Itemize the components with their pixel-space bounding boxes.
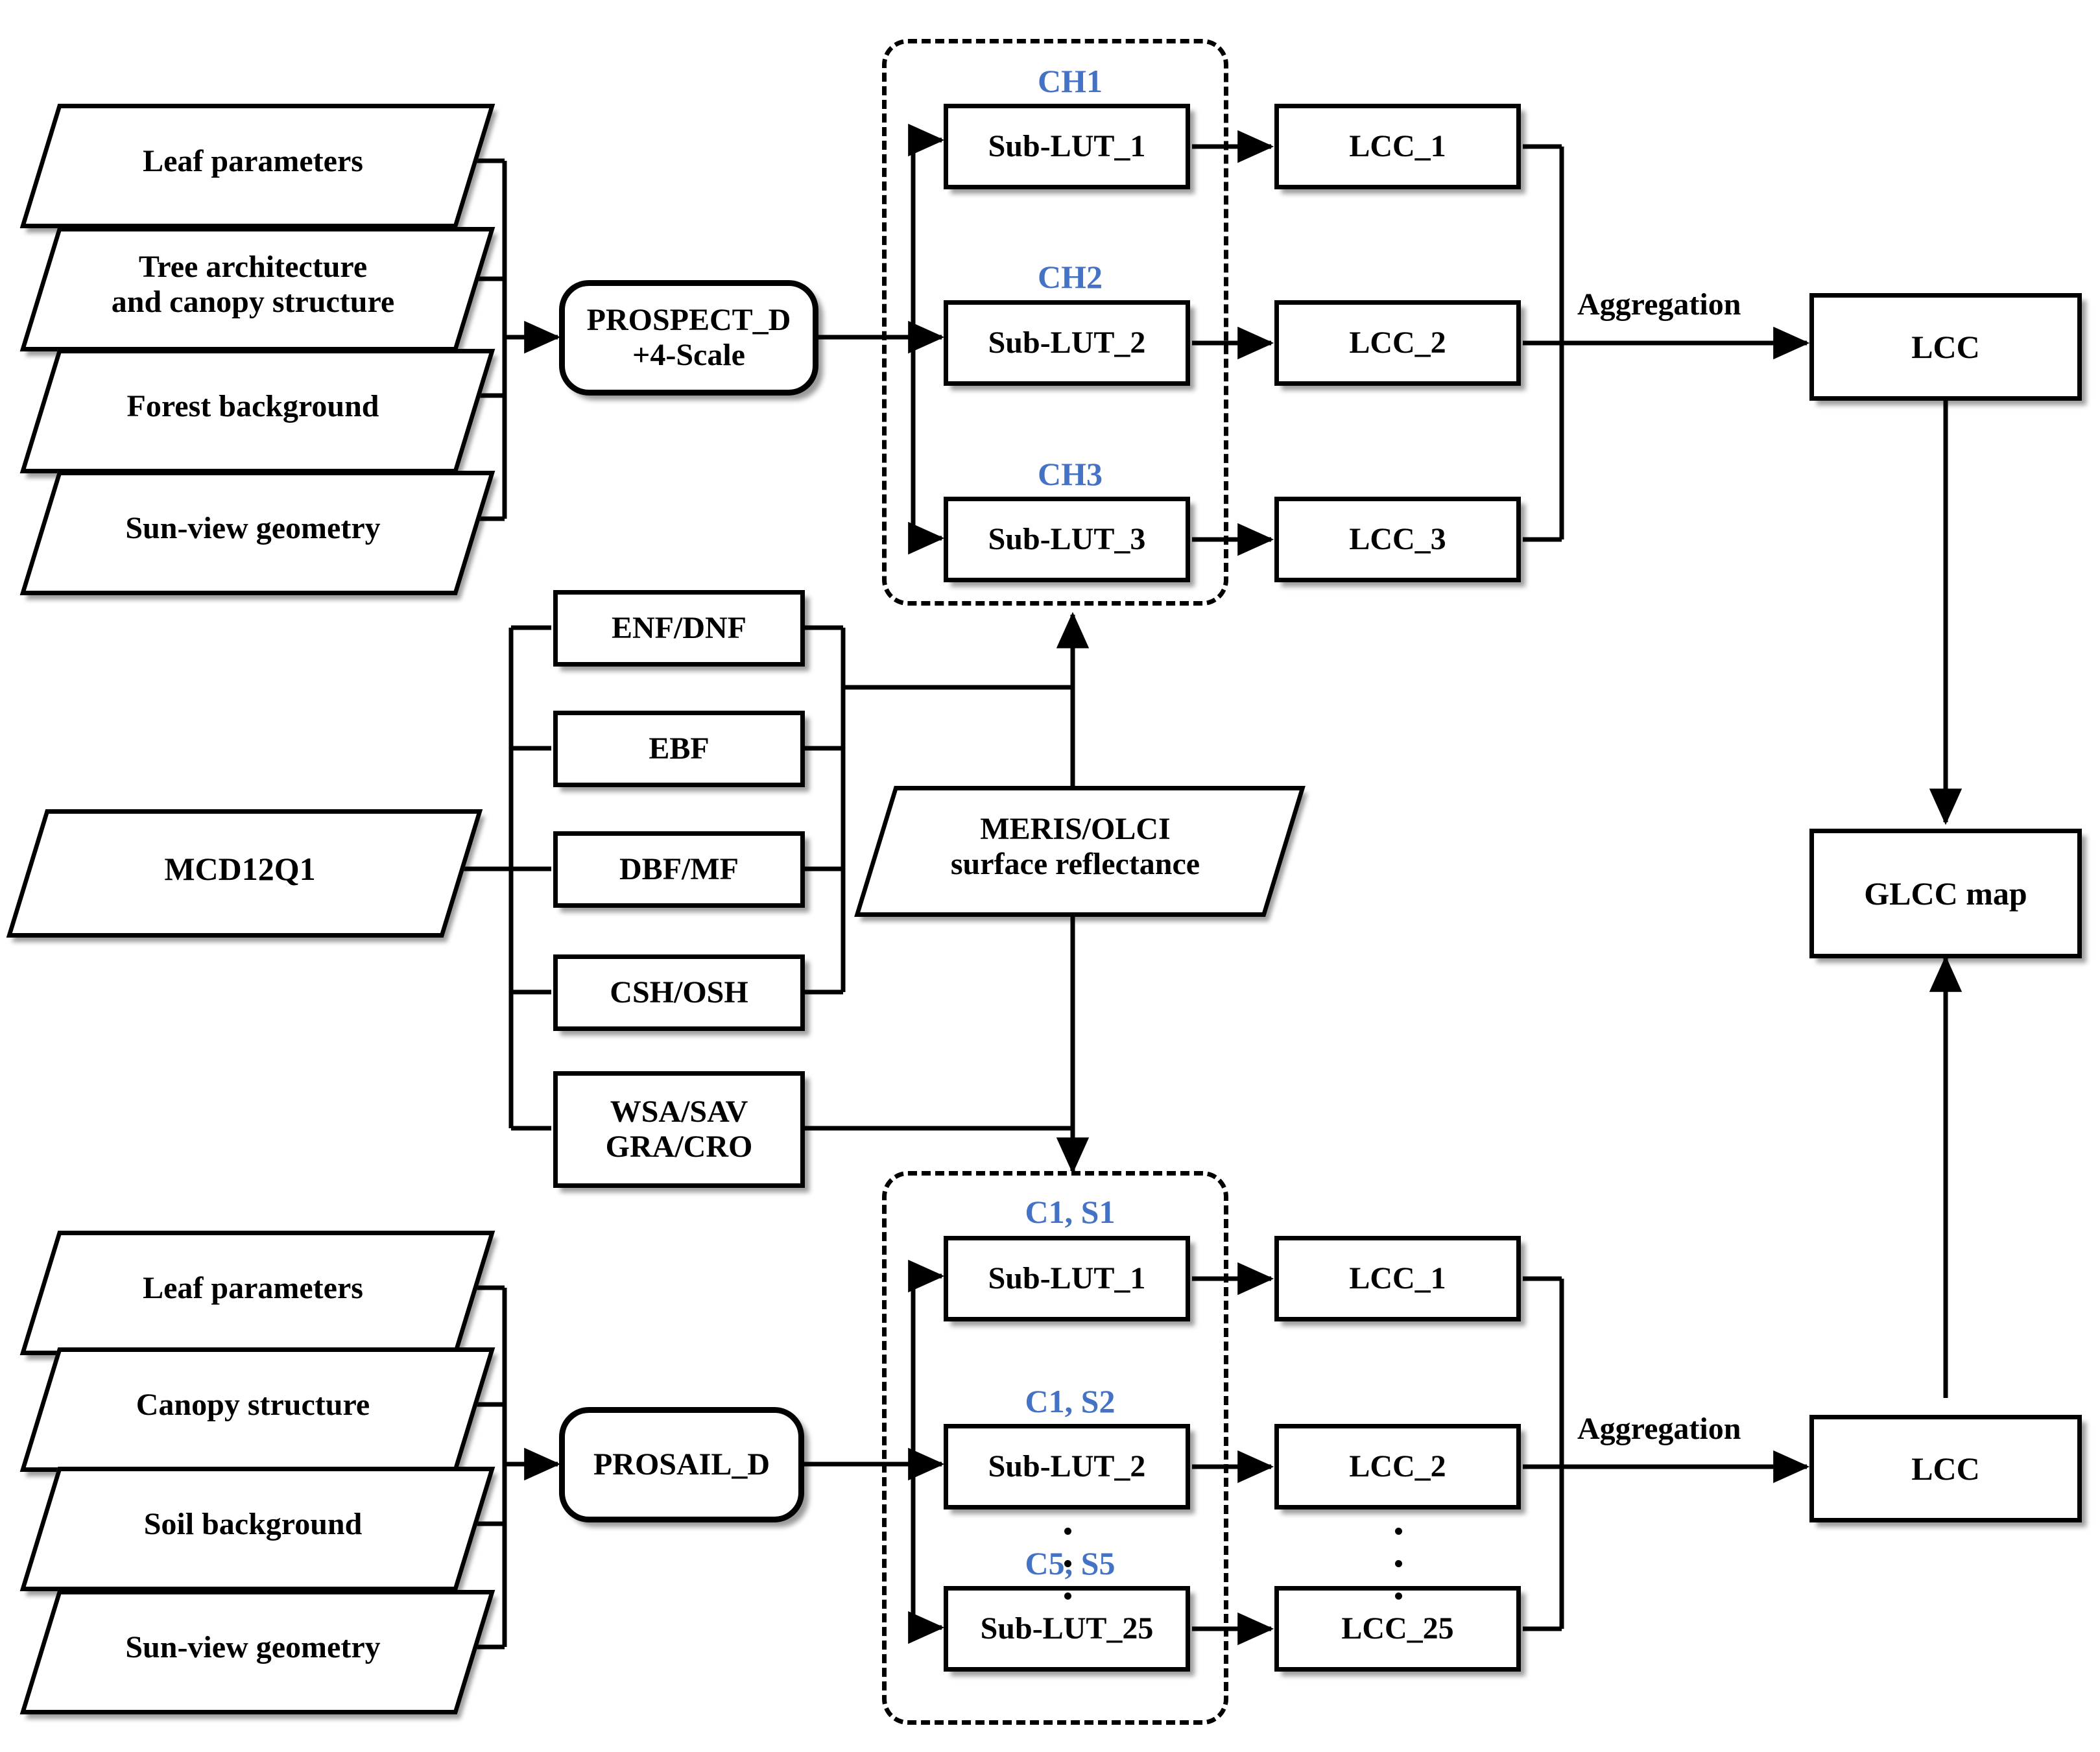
- input-mcd12q1: MCD12Q1: [6, 809, 483, 938]
- glcc-map-output: GLCC map: [1809, 829, 2082, 958]
- class-ebf: EBF: [553, 711, 805, 787]
- sublut-25-bottom: Sub-LUT_25: [944, 1586, 1190, 1672]
- input-label: Soil background: [143, 1507, 363, 1542]
- input-soil-background: Soil background: [19, 1467, 495, 1591]
- input-label: Tree architecture and canopy structure: [111, 250, 395, 319]
- group-label-c1s1: C1, S1: [1025, 1194, 1116, 1230]
- group-label-ch1: CH1: [1038, 63, 1103, 99]
- ellipsis-dot: [1395, 1528, 1402, 1535]
- group-label-c1s2: C1, S2: [1025, 1383, 1116, 1419]
- class-wsa-sav-gra-cro: WSA/SAV GRA/CRO: [553, 1071, 805, 1188]
- lcc-2-bottom: LCC_2: [1274, 1424, 1521, 1509]
- ellipsis-dot: [1395, 1560, 1402, 1567]
- bottom-sublut-group-boundary: [882, 1171, 1228, 1725]
- lcc-2-top: LCC_2: [1274, 300, 1521, 386]
- lcc-1-bottom: LCC_1: [1274, 1236, 1521, 1321]
- input-label: Leaf parameters: [143, 144, 363, 179]
- input-label: Forest background: [126, 389, 379, 424]
- ellipsis-dot: [1064, 1528, 1071, 1535]
- input-label: Canopy structure: [136, 1388, 370, 1423]
- ellipsis-dot: [1395, 1592, 1402, 1600]
- lcc-25-bottom: LCC_25: [1274, 1586, 1521, 1672]
- class-dbf-mf: DBF/MF: [553, 831, 805, 908]
- input-tree-architecture-canopy-structure: Tree architecture and canopy structure: [19, 227, 495, 351]
- input-label: MERIS/OLCI surface reflectance: [950, 812, 1200, 881]
- model-prosail-d: PROSAIL_D: [559, 1407, 804, 1522]
- input-label: Sun-view geometry: [125, 1630, 381, 1665]
- input-leaf-parameters-bottom: Leaf parameters: [19, 1231, 495, 1355]
- input-leaf-parameters-top: Leaf parameters: [19, 104, 495, 228]
- lcc-1-top: LCC_1: [1274, 104, 1521, 189]
- input-label: MCD12Q1: [164, 851, 316, 887]
- group-label-ch3: CH3: [1038, 456, 1103, 492]
- top-sublut-group-boundary: [882, 39, 1228, 606]
- sublut-1-top: Sub-LUT_1: [944, 104, 1190, 189]
- sublut-1-bottom: Sub-LUT_1: [944, 1236, 1190, 1321]
- input-label: Leaf parameters: [143, 1271, 363, 1306]
- sublut-2-top: Sub-LUT_2: [944, 300, 1190, 386]
- input-forest-background: Forest background: [19, 349, 495, 473]
- input-meris-olci-surface-reflectance: MERIS/OLCI surface reflectance: [854, 786, 1306, 917]
- sublut-2-bottom: Sub-LUT_2: [944, 1424, 1190, 1509]
- ellipsis-dot: [1064, 1592, 1071, 1600]
- model-prospect-d-4scale: PROSPECT_D +4-Scale: [559, 280, 818, 396]
- lcc-output-top: LCC: [1809, 293, 2082, 401]
- aggregation-label-bottom: Aggregation: [1577, 1412, 1741, 1446]
- input-sun-view-geometry-bottom: Sun-view geometry: [19, 1590, 495, 1714]
- group-label-ch2: CH2: [1038, 259, 1103, 295]
- input-label: Sun-view geometry: [125, 511, 381, 546]
- lcc-3-top: LCC_3: [1274, 497, 1521, 582]
- class-enf-dnf: ENF/DNF: [553, 590, 805, 667]
- input-canopy-structure: Canopy structure: [19, 1347, 495, 1472]
- class-csh-osh: CSH/OSH: [553, 954, 805, 1031]
- ellipsis-dot: [1064, 1560, 1071, 1567]
- sublut-3-top: Sub-LUT_3: [944, 497, 1190, 582]
- lcc-output-bottom: LCC: [1809, 1415, 2082, 1522]
- aggregation-label-top: Aggregation: [1577, 287, 1741, 322]
- input-sun-view-geometry-top: Sun-view geometry: [19, 471, 495, 595]
